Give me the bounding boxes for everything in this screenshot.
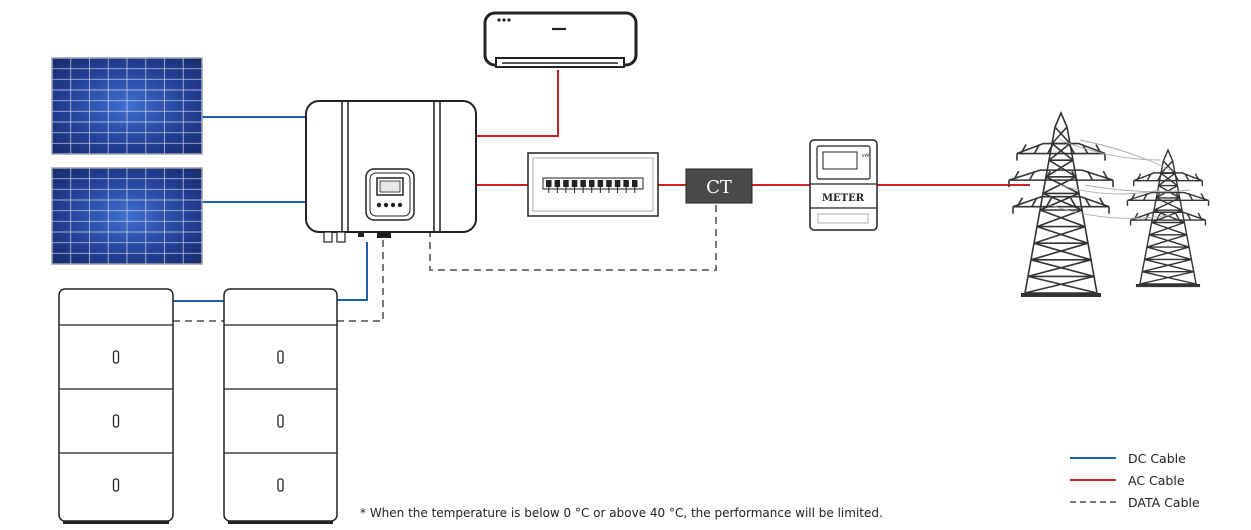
solar-panel-icon bbox=[51, 57, 203, 155]
legend-dc-label: DC Cable bbox=[1128, 450, 1186, 466]
meter-icon: kWh METER bbox=[809, 139, 878, 231]
ct-label: CT bbox=[706, 177, 732, 198]
legend-ac-label: AC Cable bbox=[1128, 472, 1185, 488]
breaker-panel-icon bbox=[527, 152, 659, 217]
legend-row-ac: AC Cable bbox=[1070, 470, 1245, 490]
transmission-wires bbox=[1049, 139, 1191, 219]
data-cables bbox=[173, 205, 717, 322]
dc-cable-swatch bbox=[1070, 457, 1116, 459]
data-cable-battery-to-inverter bbox=[337, 236, 384, 322]
legend-row-dc: DC Cable bbox=[1070, 448, 1245, 468]
dc-cable-battery-to-inverter bbox=[337, 242, 368, 301]
battery-stack-icon bbox=[58, 288, 174, 524]
solar-panel-icon bbox=[51, 167, 203, 265]
temperature-note: * When the temperature is below 0 °C or … bbox=[360, 506, 883, 520]
inverter-icon bbox=[305, 100, 477, 243]
legend: DC Cable AC Cable DATA Cable bbox=[1070, 448, 1245, 514]
dc-cables bbox=[173, 116, 368, 302]
ct-icon: CT bbox=[685, 168, 753, 204]
ac-cable-to-aircon bbox=[476, 70, 559, 137]
air-conditioner-icon bbox=[483, 11, 638, 68]
legend-row-data: DATA Cable bbox=[1070, 492, 1245, 512]
battery-stack-icon bbox=[223, 288, 338, 524]
ac-cables bbox=[476, 70, 1030, 186]
transmission-tower-icon bbox=[1126, 148, 1210, 288]
legend-data-label: DATA Cable bbox=[1128, 494, 1200, 510]
data-cable-swatch bbox=[1070, 501, 1116, 503]
transmission-tower-icon bbox=[1008, 110, 1114, 297]
meter-label: METER bbox=[822, 193, 865, 204]
data-cable-ct-to-inverter bbox=[429, 205, 717, 271]
ac-cable-swatch bbox=[1070, 479, 1116, 481]
meter-display-tag: kWh bbox=[862, 153, 871, 158]
